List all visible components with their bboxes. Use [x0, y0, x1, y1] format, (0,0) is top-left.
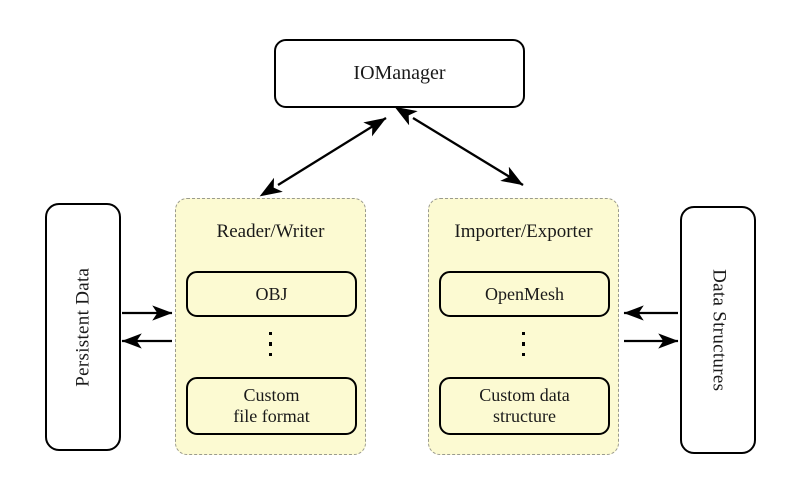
node-persistent-data-label: Persistent Data — [71, 267, 93, 387]
arrow-iomanager-reader-writer — [259, 117, 387, 197]
ellipsis-dot — [268, 332, 273, 336]
item-custom-file-format-line1: Custom — [243, 385, 300, 406]
item-obj[interactable]: OBJ — [186, 271, 357, 317]
node-iomanager[interactable]: IOManager — [274, 39, 525, 108]
ellipsis-dot — [521, 332, 526, 336]
node-persistent-data[interactable]: Persistent Data — [45, 203, 121, 451]
node-iomanager-label: IOManager — [353, 61, 446, 84]
ellipsis-dot — [268, 342, 273, 346]
ellipsis-reader-writer — [176, 332, 365, 357]
arrow-iomanager-importer-exporter — [394, 106, 524, 186]
item-obj-label: OBJ — [255, 283, 288, 304]
panel-importer-exporter-title: Importer/Exporter — [454, 221, 593, 242]
ellipsis-dot — [268, 352, 273, 357]
item-custom-file-format-line2: file format — [233, 406, 310, 426]
ellipsis-dot — [521, 352, 526, 357]
item-openmesh-label: OpenMesh — [485, 283, 564, 304]
panel-reader-writer-title: Reader/Writer — [216, 221, 325, 242]
item-custom-file-format[interactable]: Custom file format — [186, 377, 357, 435]
node-data-structures-label: Data Structures — [708, 268, 730, 392]
item-custom-data-structure-line1: Custom data — [479, 385, 570, 406]
ellipsis-dot — [521, 342, 526, 346]
ellipsis-importer-exporter — [429, 332, 618, 357]
item-custom-data-structure[interactable]: Custom data structure — [439, 377, 610, 435]
item-openmesh[interactable]: OpenMesh — [439, 271, 610, 317]
panel-importer-exporter: Importer/Exporter OpenMesh Custom data s… — [428, 198, 619, 455]
panel-reader-writer: Reader/Writer OBJ Custom file format — [175, 198, 366, 455]
item-custom-data-structure-line2: structure — [493, 406, 556, 426]
node-data-structures[interactable]: Data Structures — [680, 206, 756, 454]
